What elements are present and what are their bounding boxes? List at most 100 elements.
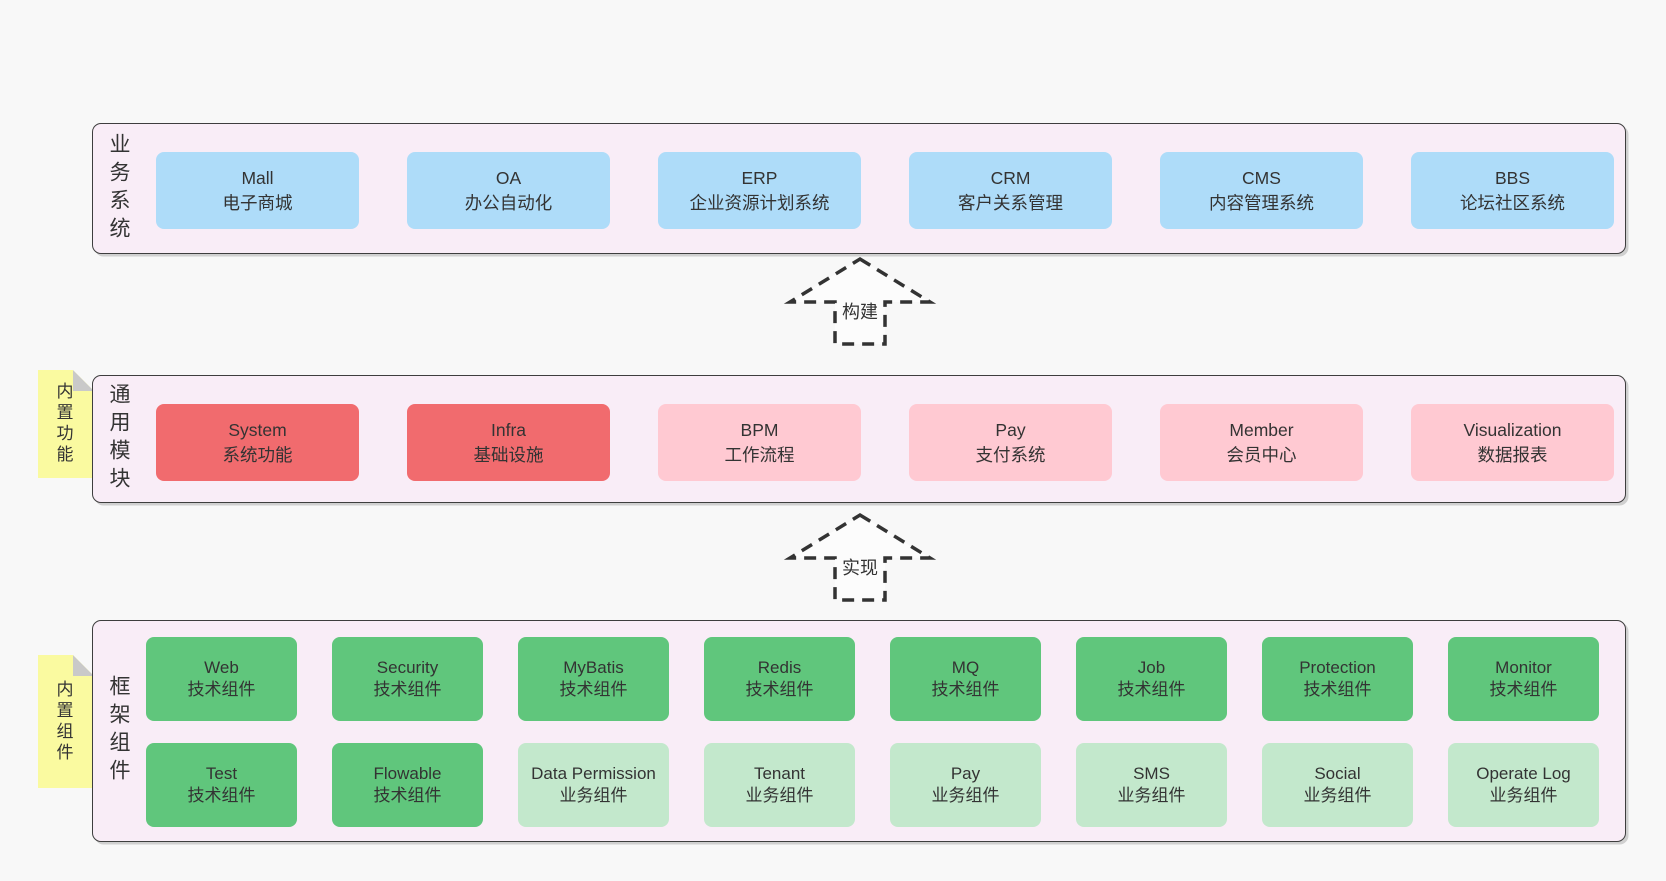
band-business-systems: 业务系统 Mall 电子商城 OA 办公自动化 ERP 企业资源计划系统 CRM… [92, 123, 1626, 254]
box-test: Test 技术组件 [146, 743, 297, 827]
box-title: Social [1314, 763, 1361, 783]
box-title: MQ [951, 657, 980, 677]
box-title: SMS [1133, 763, 1170, 783]
box-title: Security [376, 657, 439, 677]
box-title: Member [1229, 419, 1294, 440]
box-security: Security 技术组件 [332, 637, 483, 721]
box-title: Web [204, 657, 239, 677]
box-subtitle: 数据报表 [1477, 444, 1548, 465]
box-social: Social 业务组件 [1262, 743, 1413, 827]
box-row: System 系统功能 Infra 基础设施 BPM 工作流程 Pay 支付系统… [156, 404, 1614, 481]
box-title: Data Permission [531, 763, 656, 783]
box-tenant: Tenant 业务组件 [704, 743, 855, 827]
box-data-permission: Data Permission 业务组件 [518, 743, 669, 827]
box-subtitle: 企业资源计划系统 [689, 192, 830, 213]
band-label: 框架组件 [107, 675, 130, 787]
box-row: Web 技术组件 Security 技术组件 MyBatis 技术组件 Redi… [146, 637, 1599, 721]
box-subtitle: 办公自动化 [464, 192, 553, 213]
box-subtitle: 支付系统 [975, 444, 1046, 465]
box-subtitle: 技术组件 [1489, 680, 1558, 699]
box-mybatis: MyBatis 技术组件 [518, 637, 669, 721]
folded-corner-icon [73, 655, 94, 676]
box-title: BBS [1494, 167, 1531, 188]
arrow-label: 构建 [839, 298, 881, 324]
box-row: Mall 电子商城 OA 办公自动化 ERP 企业资源计划系统 CRM 客户关系… [156, 152, 1614, 229]
box-visualization: Visualization 数据报表 [1411, 404, 1614, 481]
arrow-implement: 实现 [780, 512, 940, 604]
arrow-label: 实现 [839, 554, 881, 580]
box-mq: MQ 技术组件 [890, 637, 1041, 721]
box-title: Monitor [1495, 657, 1552, 677]
box-title: Operate Log [1476, 763, 1571, 783]
box-subtitle: 技术组件 [373, 680, 442, 699]
box-sms: SMS 业务组件 [1076, 743, 1227, 827]
box-mall: Mall 电子商城 [156, 152, 359, 229]
box-subtitle: 客户关系管理 [958, 192, 1063, 213]
box-subtitle: 业务组件 [1117, 786, 1186, 805]
box-subtitle: 技术组件 [373, 786, 442, 805]
box-row: Test 技术组件 Flowable 技术组件 Data Permission … [146, 743, 1599, 827]
band-label: 通用模块 [107, 383, 130, 495]
box-title: Protection [1299, 657, 1376, 677]
band-common-modules: 通用模块 System 系统功能 Infra 基础设施 BPM 工作流程 Pay… [92, 375, 1626, 503]
box-subtitle: 论坛社区系统 [1460, 192, 1565, 213]
box-oa: OA 办公自动化 [407, 152, 610, 229]
box-title: Pay [950, 763, 981, 783]
box-title: Visualization [1463, 419, 1562, 440]
box-operate-log: Operate Log 业务组件 [1448, 743, 1599, 827]
box-crm: CRM 客户关系管理 [909, 152, 1112, 229]
box-title: MyBatis [563, 657, 624, 677]
box-title: CMS [1242, 167, 1281, 188]
box-title: Infra [490, 419, 527, 440]
box-subtitle: 技术组件 [931, 680, 1000, 699]
box-web: Web 技术组件 [146, 637, 297, 721]
arrow-build: 构建 [780, 256, 940, 348]
box-title: CRM [990, 167, 1031, 188]
box-bbs: BBS 论坛社区系统 [1411, 152, 1614, 229]
box-subtitle: 业务组件 [1489, 786, 1558, 805]
band-label: 业务系统 [107, 132, 130, 245]
box-subtitle: 内容管理系统 [1209, 192, 1314, 213]
box-title: Pay [995, 419, 1026, 440]
box-subtitle: 技术组件 [1117, 680, 1186, 699]
box-pay: Pay 支付系统 [909, 404, 1112, 481]
box-subtitle: 业务组件 [745, 786, 814, 805]
box-subtitle: 技术组件 [1303, 680, 1372, 699]
box-subtitle: 会员中心 [1226, 444, 1297, 465]
folded-corner-icon [73, 370, 94, 391]
sticky-note-built-in-features: 内置功能 [38, 370, 94, 478]
box-title: Tenant [753, 763, 806, 783]
box-job: Job 技术组件 [1076, 637, 1227, 721]
box-subtitle: 技术组件 [187, 680, 256, 699]
box-title: ERP [741, 167, 778, 188]
box-cms: CMS 内容管理系统 [1160, 152, 1363, 229]
box-protection: Protection 技术组件 [1262, 637, 1413, 721]
box-title: Mall [241, 167, 274, 188]
box-subtitle: 基础设施 [473, 444, 544, 465]
box-title: System [228, 419, 287, 440]
box-member: Member 会员中心 [1160, 404, 1363, 481]
box-subtitle: 系统功能 [222, 444, 293, 465]
box-title: OA [495, 167, 522, 188]
box-infra: Infra 基础设施 [407, 404, 610, 481]
box-subtitle: 技术组件 [559, 680, 628, 699]
sticky-note-label: 内置功能 [53, 382, 73, 466]
sticky-note-built-in-components: 内置组件 [38, 655, 94, 788]
box-subtitle: 业务组件 [559, 786, 628, 805]
box-pay-biz: Pay 业务组件 [890, 743, 1041, 827]
box-subtitle: 业务组件 [931, 786, 1000, 805]
box-subtitle: 技术组件 [745, 680, 814, 699]
box-system: System 系统功能 [156, 404, 359, 481]
box-erp: ERP 企业资源计划系统 [658, 152, 861, 229]
box-subtitle: 技术组件 [187, 786, 256, 805]
box-redis: Redis 技术组件 [704, 637, 855, 721]
box-flowable: Flowable 技术组件 [332, 743, 483, 827]
box-title: Redis [757, 657, 802, 677]
box-bpm: BPM 工作流程 [658, 404, 861, 481]
box-title: BPM [740, 419, 779, 440]
box-title: Test [205, 763, 238, 783]
sticky-note-label: 内置组件 [53, 679, 73, 764]
box-monitor: Monitor 技术组件 [1448, 637, 1599, 721]
box-subtitle: 业务组件 [1303, 786, 1372, 805]
